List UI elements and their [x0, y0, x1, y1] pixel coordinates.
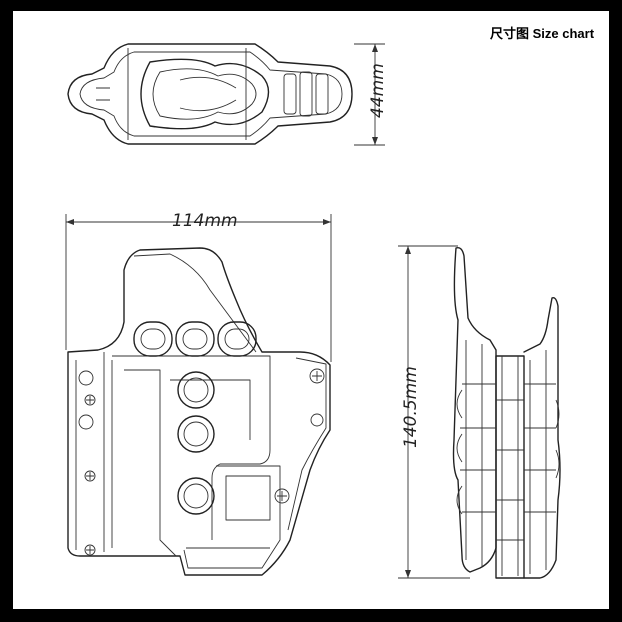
dimension-height-label: 140.5mm	[401, 366, 421, 448]
top-view	[67, 43, 353, 145]
dimension-thickness: 44mm	[354, 43, 388, 146]
front-view	[67, 247, 331, 576]
dimension-width: 114mm	[65, 211, 332, 362]
chart-title: 尺寸图 Size chart	[490, 26, 595, 41]
side-view	[452, 246, 561, 579]
dimension-height: 140.5mm	[398, 245, 470, 579]
dimension-width-label: 114mm	[172, 211, 238, 231]
dimension-thickness-label: 44mm	[368, 63, 388, 118]
